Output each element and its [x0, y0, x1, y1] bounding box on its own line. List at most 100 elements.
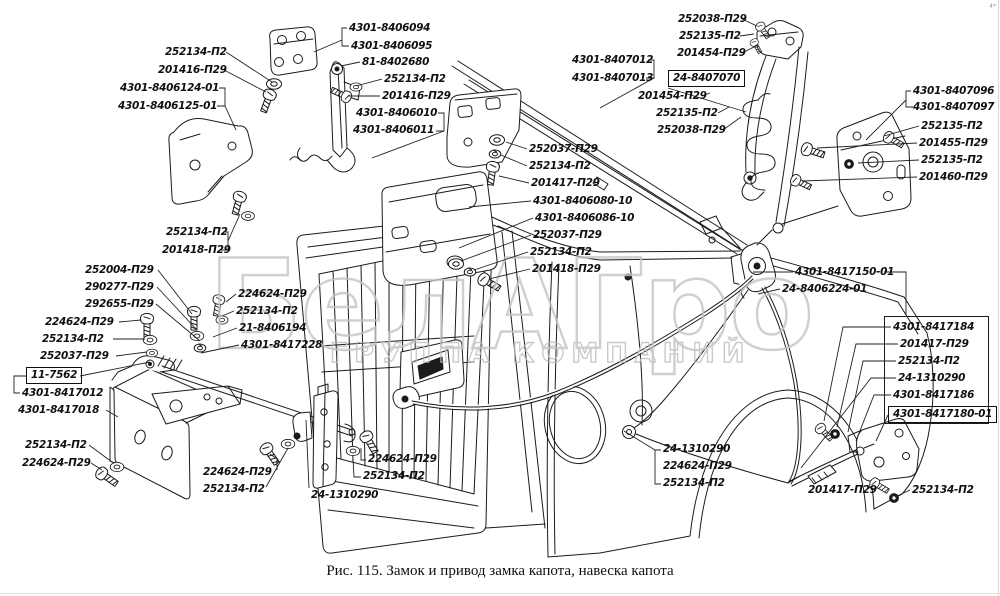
leader-line [227, 213, 241, 242]
leader-line [654, 449, 661, 485]
leader-line [865, 485, 873, 491]
part-label: 252037-П29 [533, 229, 602, 241]
part-label: 252134-П2 [165, 46, 227, 58]
part-label: 224624-П29 [238, 288, 307, 300]
leader-line [212, 327, 238, 338]
part-label: 292655-П29 [85, 298, 154, 310]
leader-line [905, 90, 913, 108]
leader-line [498, 175, 530, 184]
part-label: 252134-П2 [363, 470, 425, 482]
leader-line [875, 414, 889, 442]
part-label: 252134-П2 [203, 483, 265, 495]
part-label: 4301-8417018 [18, 404, 100, 416]
leader-line [739, 33, 755, 37]
leader-line [883, 125, 920, 137]
leader-line [79, 361, 151, 377]
scan-edge-bottom [0, 593, 1000, 594]
part-label: 201417-П29 [808, 484, 877, 496]
leader-line [855, 394, 891, 442]
leader-line [223, 69, 267, 93]
part-label: 290277-П29 [85, 281, 154, 293]
part-label: 4301-8406124-01 [120, 82, 220, 94]
leader-line [305, 419, 310, 489]
latch-stand [289, 61, 361, 173]
part-label: 252038-П29 [678, 13, 747, 25]
part-label: 224624-П29 [45, 316, 114, 328]
part-label: 252134-П2 [236, 305, 298, 317]
part-label: 24-1310290 [311, 489, 379, 501]
part-label: 201417-П29 [531, 177, 600, 189]
leader-line [460, 234, 532, 262]
part-label: 201416-П29 [158, 64, 227, 76]
leader-line [816, 142, 918, 149]
part-label: 24-8406224-01 [782, 283, 868, 295]
part-label: 252037-П29 [40, 350, 109, 362]
leader-line [436, 112, 445, 132]
vertical-bracket [292, 383, 339, 489]
leader-line [823, 326, 891, 422]
leader-line [741, 18, 758, 27]
leader-line [599, 77, 655, 109]
scan-edge-right [998, 0, 999, 596]
hinge-spring [742, 99, 776, 191]
part-label: 252134-П2 [663, 477, 725, 489]
leader-line [360, 448, 366, 461]
part-label: 201454-П29 [638, 90, 707, 102]
corner-mark: 4* [989, 3, 996, 10]
leader-line [156, 286, 197, 330]
leader-line [200, 344, 240, 354]
leader-line [269, 453, 278, 470]
part-label: 252135-П2 [679, 30, 741, 42]
leader-line [105, 409, 119, 418]
part-label: 4301-8407096 [913, 85, 995, 97]
top-plate [269, 26, 318, 76]
part-label: 224624-П29 [22, 457, 91, 469]
leader-line [13, 375, 26, 394]
part-label: 252134-П2 [25, 439, 87, 451]
part-label: 201418-П29 [162, 244, 231, 256]
part-label: 4301-8407013 [572, 72, 654, 84]
part-label: 201455-П29 [919, 137, 988, 149]
leader-line [352, 457, 361, 478]
leader-line [313, 39, 343, 53]
leader-line [801, 176, 918, 182]
watermark-subtitle: ГРУППА КОМПАНИЙ [330, 337, 751, 369]
part-label: 252134-П2 [166, 226, 228, 238]
leader-line [623, 430, 656, 451]
leader-line [355, 78, 383, 87]
leader-line [221, 310, 235, 317]
part-label: 224624-П29 [663, 460, 732, 472]
leader-line [115, 351, 148, 357]
part-label: 4301-8406080-10 [533, 195, 633, 207]
leader-line [224, 105, 237, 131]
part-label: 4301-8417150-01 [795, 266, 895, 278]
part-label: 11-7562 [26, 367, 83, 384]
leader-line [717, 106, 730, 114]
hinge-assembly [741, 20, 839, 246]
part-label: 224624-П29 [203, 466, 272, 478]
part-label: 252038-П29 [657, 124, 726, 136]
hood-lock-latch [111, 355, 243, 425]
part-label: 252135-П2 [921, 120, 983, 132]
leader-line [836, 343, 898, 428]
leader-line [865, 99, 907, 141]
leader-line [741, 44, 759, 54]
part-label: 4301-8417180-01 [888, 406, 998, 423]
leader-line [225, 51, 273, 83]
part-label: 4301-8406094 [349, 22, 431, 34]
upper-bracket [446, 88, 522, 168]
right-bracket-assembly [787, 418, 920, 487]
leader-line [505, 141, 528, 150]
left-bracket [168, 118, 253, 205]
part-label: 252004-П29 [85, 264, 154, 276]
part-label: 201460-П29 [919, 171, 988, 183]
leader-line [118, 319, 142, 323]
leader-line [884, 271, 907, 315]
leader-line [155, 303, 201, 342]
leader-line [371, 130, 445, 159]
part-label: 4301-8406086-10 [535, 212, 635, 224]
part-label: 81-8402680 [362, 56, 430, 68]
leader-line [667, 87, 747, 113]
